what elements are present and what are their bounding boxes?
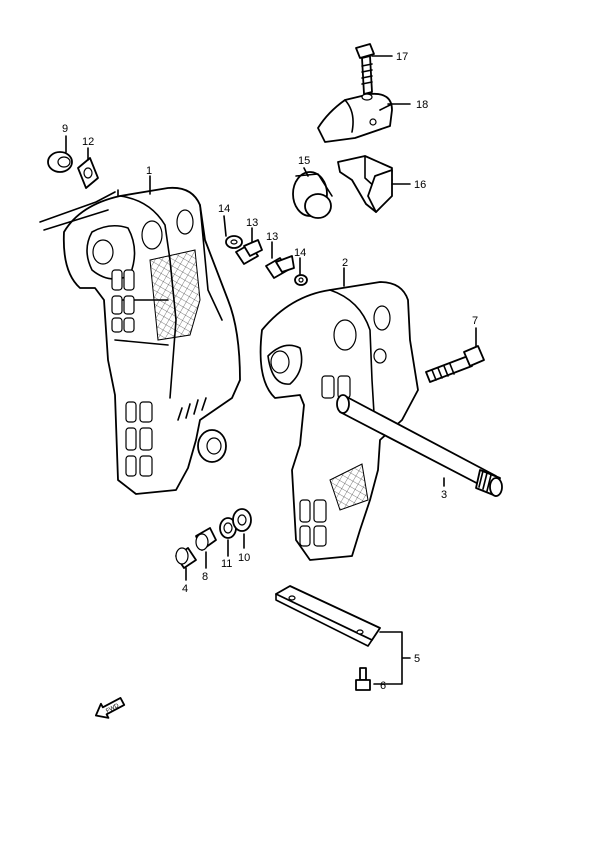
bolt-17 bbox=[355, 43, 375, 95]
label-part-15: 15 bbox=[298, 155, 310, 167]
screw-13a bbox=[235, 239, 263, 265]
plate-5 bbox=[275, 585, 381, 647]
washer-14b bbox=[294, 274, 308, 286]
label-part-11: 11 bbox=[221, 558, 232, 570]
label-part-5: 5 bbox=[414, 653, 420, 665]
label-part-7: 7 bbox=[472, 315, 478, 327]
bolt-7 bbox=[425, 345, 485, 383]
label-part-12: 12 bbox=[82, 136, 94, 148]
washer-14a bbox=[225, 235, 243, 249]
washer-10 bbox=[232, 508, 252, 532]
label-part-4: 4 bbox=[182, 583, 188, 595]
label-part-18: 18 bbox=[416, 99, 428, 111]
nut-9 bbox=[47, 151, 73, 173]
label-part-14a: 14 bbox=[218, 203, 230, 215]
label-part-1: 1 bbox=[146, 165, 152, 177]
label-part-14b: 14 bbox=[294, 247, 306, 259]
label-part-13a: 13 bbox=[246, 217, 258, 229]
screw-6 bbox=[355, 667, 371, 691]
bracket-16 bbox=[337, 155, 393, 213]
label-part-10: 10 bbox=[238, 552, 250, 564]
label-part-13b: 13 bbox=[266, 231, 278, 243]
tilt-shaft bbox=[336, 394, 503, 497]
bushing-8 bbox=[195, 527, 217, 551]
cover-18 bbox=[317, 92, 393, 143]
clamp-bracket-left bbox=[39, 186, 241, 495]
washer-12 bbox=[77, 157, 99, 189]
clamp-bracket-right bbox=[259, 281, 419, 561]
fwd-arrow-icon: FWD bbox=[94, 696, 126, 719]
label-part-3: 3 bbox=[441, 489, 447, 501]
label-part-16: 16 bbox=[414, 179, 426, 191]
label-part-17: 17 bbox=[396, 51, 408, 63]
label-part-6: 6 bbox=[380, 680, 386, 692]
label-part-2: 2 bbox=[342, 257, 348, 269]
label-part-8: 8 bbox=[202, 571, 208, 583]
collar-4 bbox=[175, 547, 197, 569]
grommet-15 bbox=[292, 171, 333, 219]
leader-lines bbox=[65, 55, 477, 685]
screw-13b bbox=[265, 255, 295, 279]
label-part-9: 9 bbox=[62, 123, 68, 135]
